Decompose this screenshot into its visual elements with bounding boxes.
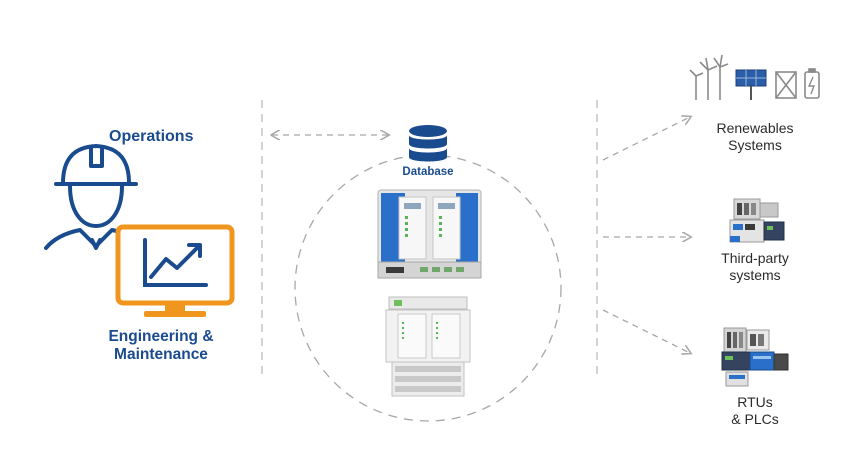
- database-icon: [409, 125, 447, 162]
- rtus-label-line-1: RTUs: [737, 394, 773, 410]
- operations-label: Operations: [109, 128, 194, 145]
- database-label: Database: [402, 166, 454, 178]
- third-party-label: Third-party systems: [700, 250, 810, 284]
- renewables-label: Renewables Systems: [700, 120, 810, 154]
- controller-upper-image: [377, 189, 482, 279]
- third-party-label-line-1: Third-party: [721, 250, 789, 266]
- monitor-icon: [115, 224, 235, 317]
- renewables-label-line-1: Renewables: [716, 120, 794, 136]
- rtus-arrow: [602, 309, 690, 353]
- engineering-label-line: Engineering &: [108, 328, 214, 345]
- controller-lower-image: [385, 296, 471, 397]
- solar-panel-icon: [735, 69, 767, 100]
- renewables-arrow: [602, 117, 690, 161]
- renewables-label-line-2: Systems: [728, 137, 782, 153]
- third-party-devices-image: [729, 198, 785, 243]
- pylon-icon: [775, 71, 797, 99]
- maintenance-label-line: Maintenance: [114, 346, 208, 363]
- engineering-maintenance-label: Engineering & Maintenance: [96, 328, 226, 364]
- rtus-plcs-label: RTUs & PLCs: [700, 394, 810, 428]
- battery-icon: [804, 68, 820, 99]
- rtu-plc-devices-image: [721, 327, 789, 387]
- third-party-label-line-2: systems: [729, 267, 781, 283]
- operator-icon: [44, 144, 144, 250]
- rtus-label-line-2: & PLCs: [731, 411, 779, 427]
- renewables-icons: [689, 54, 729, 100]
